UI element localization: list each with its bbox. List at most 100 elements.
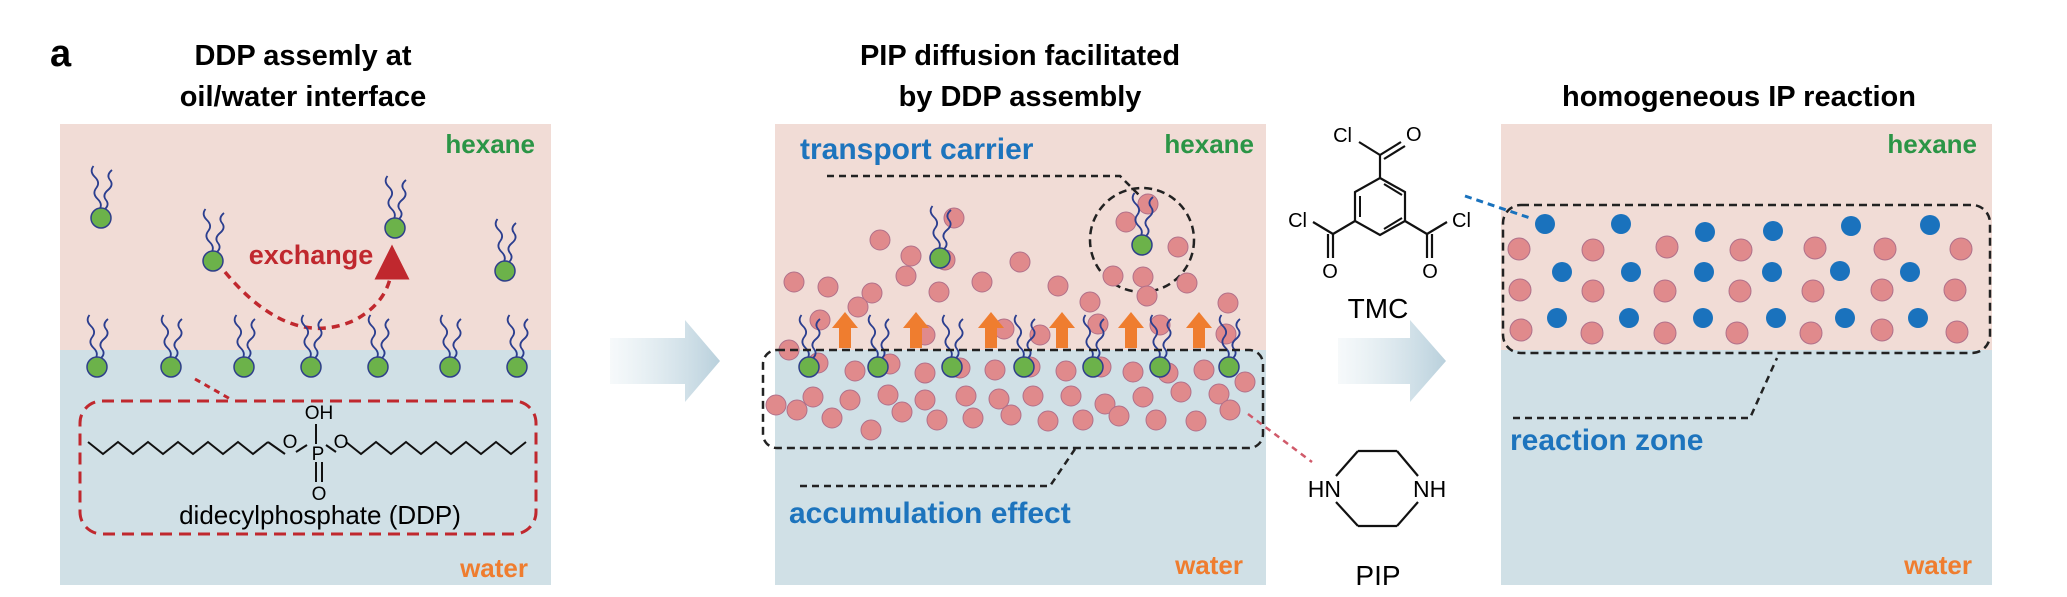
pip-molecule	[1208, 383, 1230, 405]
tmc-molecule	[1830, 261, 1850, 281]
surfactant-tail	[202, 208, 214, 254]
surfactant-tail	[1026, 318, 1036, 360]
pip-molecule	[1945, 320, 1969, 344]
surfactant-tail	[90, 165, 102, 211]
tmc-cl-left: Cl	[1288, 210, 1307, 232]
pip-molecule	[1087, 313, 1109, 335]
reaction-molecules	[1507, 214, 1973, 345]
pip-molecule	[1009, 251, 1031, 273]
surfactant-tail	[1013, 314, 1025, 360]
pip-molecule	[900, 245, 922, 267]
surfactant-tail	[880, 318, 890, 360]
pip-molecule	[869, 229, 891, 251]
tmc-molecule	[1547, 308, 1567, 328]
pip-molecule	[1728, 279, 1752, 303]
pip-molecule	[1725, 321, 1749, 345]
pip-molecule	[1167, 236, 1189, 258]
transition-arrow-2	[1338, 320, 1446, 402]
tmc-molecule	[1619, 308, 1639, 328]
tmc-molecule	[1766, 308, 1786, 328]
surfactant-tail	[1231, 318, 1241, 360]
tmc-o-right: O	[1422, 261, 1438, 283]
tmc-molecule	[1841, 216, 1861, 236]
pip-molecule	[1060, 385, 1082, 407]
pip-molecule	[928, 281, 950, 303]
pip-molecule	[1729, 238, 1753, 262]
surfactant-tail	[954, 318, 964, 360]
water-label: water	[1903, 550, 1972, 580]
surfactant-head	[300, 356, 322, 378]
panel2-title-line1: PIP diffusion facilitated	[860, 40, 1180, 72]
pip-molecule	[1029, 324, 1051, 346]
pip-molecule	[1115, 211, 1137, 233]
tmc-structure	[1312, 141, 1448, 258]
surfactant-tail	[1095, 318, 1105, 360]
pip-molecule	[1022, 385, 1044, 407]
tmc-o-top: O	[1406, 124, 1422, 146]
accumulation-box	[761, 348, 1265, 450]
transport-carrier-label: transport carrier	[800, 133, 1034, 166]
surfactant-tail	[507, 222, 517, 264]
pip-nh: NH	[1413, 476, 1446, 502]
pip-molecule	[971, 271, 993, 293]
tmc-molecule	[1611, 214, 1631, 234]
pip-molecule	[1185, 410, 1207, 432]
surfactant-head	[160, 356, 182, 378]
tmc-molecule	[1535, 214, 1555, 234]
surfactant-head	[867, 356, 889, 378]
diffusion-arrow	[1186, 312, 1212, 348]
pip-molecule	[962, 407, 984, 429]
transport-carrier-leader	[827, 174, 1141, 197]
pip-molecule	[1870, 318, 1894, 342]
surfactant-head	[506, 356, 528, 378]
pip-molecule	[1072, 409, 1094, 431]
surfactant-head	[494, 260, 516, 282]
surfactant-head	[941, 356, 963, 378]
pip-molecule	[1949, 237, 1973, 261]
surfactant-tail	[300, 314, 312, 360]
pip-molecule	[1170, 381, 1192, 403]
pip-molecule	[895, 265, 917, 287]
pip-molecule	[1055, 360, 1077, 382]
pip-molecule	[988, 388, 1010, 410]
pip-molecule	[1803, 236, 1827, 260]
tmc-molecule	[1908, 308, 1928, 328]
panel-2: PIP diffusion facilitated by DDP assembl…	[761, 40, 1313, 585]
diffusion-arrow	[903, 312, 929, 348]
transition-arrow-1	[610, 320, 720, 402]
accumulation-leader	[800, 448, 1077, 488]
surfactant-head	[384, 217, 406, 239]
surfactant-tail	[929, 205, 941, 251]
ddp-structure	[87, 424, 527, 482]
panel1-title-line1: DDP assemly at	[194, 40, 411, 72]
tmc-o-left: O	[1322, 261, 1338, 283]
diffusion-arrows	[832, 312, 1212, 348]
surfactant-tail	[397, 179, 407, 221]
pip-molecule	[1655, 235, 1679, 259]
pip-molecule	[821, 407, 843, 429]
panel2-title-line2: by DDP assembly	[899, 81, 1142, 113]
tmc-cl-top: Cl	[1333, 125, 1352, 147]
surfactant-tail	[1144, 196, 1154, 238]
pip-molecule	[1873, 237, 1897, 261]
pip-molecule	[1581, 279, 1605, 303]
pip-molecule	[1132, 386, 1154, 408]
pip-molecule	[1000, 404, 1022, 426]
surfactant-tail	[215, 212, 225, 254]
surfactant-tail	[1218, 314, 1230, 360]
pip-molecule	[1193, 359, 1215, 381]
pip-label: PIP	[1355, 560, 1400, 591]
tmc-molecule	[1900, 262, 1920, 282]
pip-molecule	[860, 419, 882, 441]
pip-molecule	[802, 386, 824, 408]
tmc-molecule	[1763, 221, 1783, 241]
pip-molecule	[1217, 292, 1239, 314]
pip-molecule	[877, 384, 899, 406]
pip-molecule	[1176, 272, 1198, 294]
surfactant-tail	[506, 314, 518, 360]
pip-molecule	[926, 409, 948, 431]
accumulation-effect-label: accumulation effect	[789, 497, 1071, 530]
surfactant-tail	[452, 318, 462, 360]
hexane-label: hexane	[445, 129, 535, 159]
p-label: P	[312, 444, 325, 465]
